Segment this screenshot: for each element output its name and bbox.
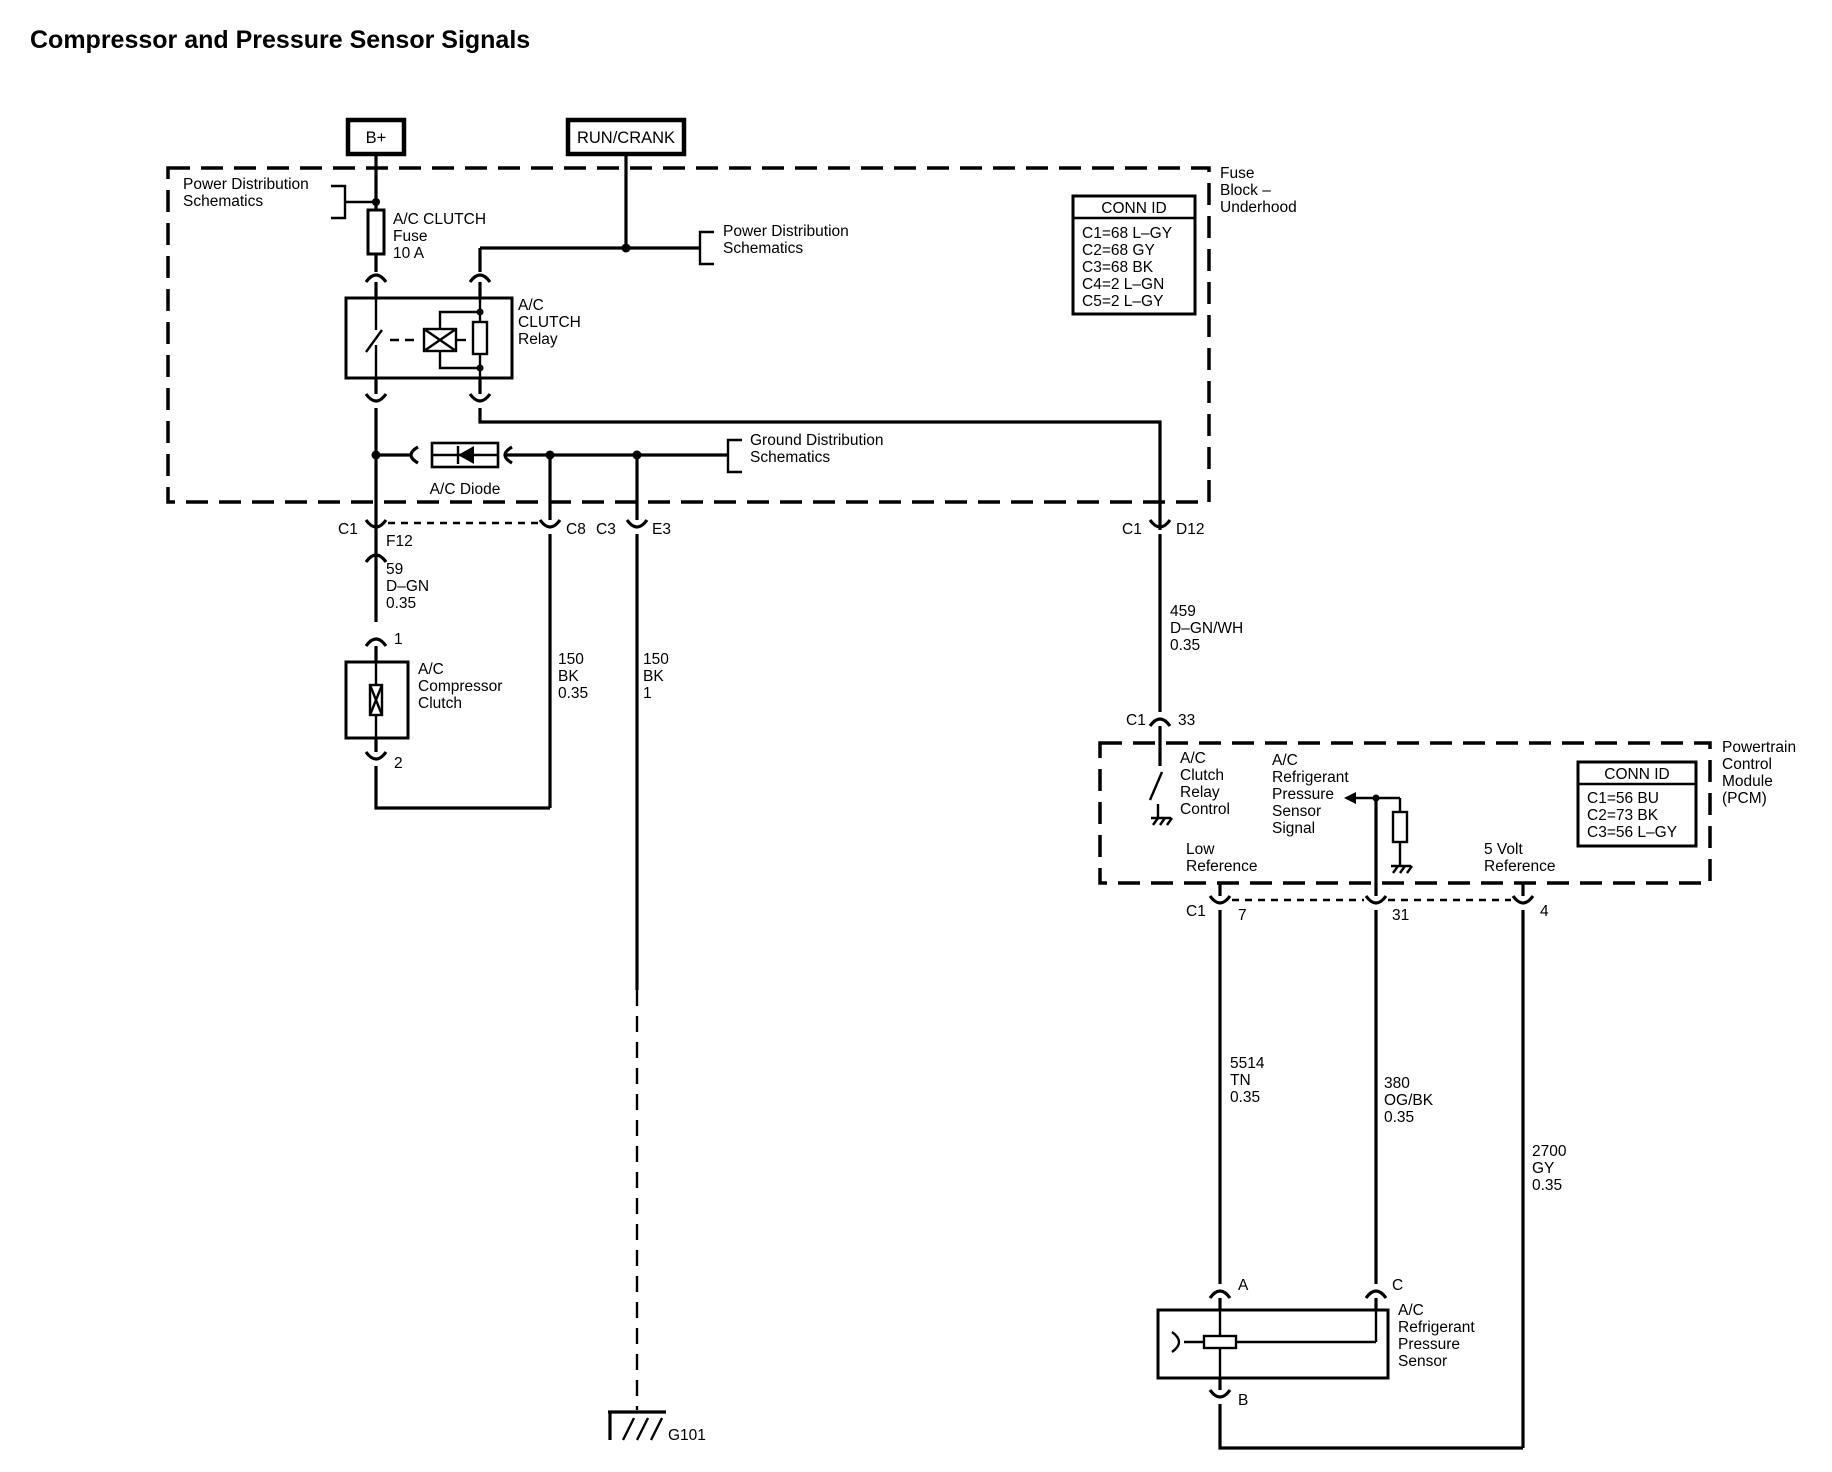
- run-crank-source: RUN/CRANK: [565, 117, 687, 157]
- wire-459-label: 459 D–GN/WH 0.35: [1170, 603, 1248, 654]
- svg-text:CONN ID: CONN ID: [1101, 200, 1166, 217]
- ground-g101: [608, 1410, 666, 1441]
- pin-e3: E3: [652, 521, 671, 538]
- five-volt-reference-label: 5 Volt Reference: [1484, 841, 1556, 875]
- fuse-block-boundary: [166, 166, 1211, 504]
- wire-380-label: 380 OG/BK 0.35: [1384, 1075, 1437, 1126]
- diagram-title: Compressor and Pressure Sensor Signals: [30, 26, 531, 54]
- pin-f12: F12: [386, 533, 413, 550]
- sensor-pin-a: A: [1238, 1277, 1249, 1294]
- ac-clutch-relay: [344, 296, 514, 380]
- bplus-label: B+: [366, 129, 387, 147]
- pin-c8: C8: [566, 521, 586, 538]
- pcm-label: Powertrain Control Module (PCM): [1722, 739, 1800, 807]
- svg-text:C2=68 GY: C2=68 GY: [1082, 242, 1155, 259]
- ac-clutch-relay-label: A/C CLUTCH Relay: [518, 297, 585, 348]
- pin-d12: D12: [1176, 521, 1204, 538]
- connector-c8: [538, 455, 562, 808]
- ac-clutch-fuse-label: A/C CLUTCH Fuse 10 A: [393, 211, 490, 262]
- wire-2700-label: 2700 GY 0.35: [1532, 1143, 1571, 1194]
- wire-59-label: 59 D–GN 0.35: [386, 561, 433, 612]
- pin-c3: C3: [596, 521, 616, 538]
- pcm-pin-c1-bottom: C1: [1186, 903, 1206, 920]
- connector-c1-7: [1208, 883, 1232, 1284]
- svg-text:C2=73 BK: C2=73 BK: [1587, 807, 1659, 824]
- sensor-pin-b: B: [1238, 1392, 1248, 1409]
- svg-text:C5=2 L–GY: C5=2 L–GY: [1082, 293, 1163, 310]
- pressure-sensor-signal-label: A/C Refrigerant Pressure Sensor Signal: [1272, 752, 1353, 837]
- ac-refrigerant-pressure-sensor-label: A/C Refrigerant Pressure Sensor: [1398, 1302, 1479, 1370]
- connector-c1-d12: [1148, 519, 1172, 712]
- connector-c3-e3: [625, 455, 649, 1410]
- svg-text:C1=56 BU: C1=56 BU: [1587, 790, 1659, 807]
- pcm-conn-id: CONN ID C1=56 BU C2=73 BK C3=56 L–GY: [1576, 760, 1698, 848]
- pcm-pin-7: 7: [1238, 907, 1247, 924]
- pcm-pin-33: 33: [1178, 712, 1195, 729]
- wire-5514-label: 5514 TN 0.35: [1230, 1055, 1269, 1106]
- connector-c1-33: [1148, 717, 1173, 826]
- run-crank-label: RUN/CRANK: [577, 129, 675, 147]
- pcm-pin-31: 31: [1392, 907, 1409, 924]
- pcm-pin-c1-top: C1: [1126, 712, 1146, 729]
- ground-g101-label: G101: [668, 1427, 706, 1444]
- connector-4: [1511, 883, 1535, 1448]
- connector-31: [1364, 798, 1388, 1284]
- compressor-pin-2: 2: [394, 755, 403, 772]
- clutch-relay-control-label: A/C Clutch Relay Control: [1180, 750, 1230, 818]
- svg-text:CONN ID: CONN ID: [1604, 766, 1669, 783]
- ac-clutch-fuse: [366, 208, 386, 256]
- connector-c1-f12: [364, 519, 388, 622]
- sensor-pin-c: C: [1392, 1277, 1403, 1294]
- pullup-resistor: [1344, 792, 1413, 874]
- ac-refrigerant-pressure-sensor: [1156, 1289, 1523, 1450]
- fuse-block-label: Fuse Block – Underhood: [1220, 165, 1297, 216]
- low-reference-label: Low Reference: [1186, 841, 1258, 875]
- wire-150a-label: 150 BK 0.35: [558, 651, 588, 702]
- pcm-boundary: [1098, 741, 1712, 885]
- pin-c1-left: C1: [338, 521, 358, 538]
- pcm-pin-4: 4: [1540, 903, 1549, 920]
- fuse-block-conn-id: CONN ID C1=68 L–GY C2=68 GY C3=68 BK C4=…: [1071, 194, 1197, 316]
- ac-compressor-clutch-label: A/C Compressor Clutch: [418, 661, 507, 712]
- ac-compressor-clutch: [344, 637, 550, 810]
- svg-text:C4=2 L–GN: C4=2 L–GN: [1082, 276, 1164, 293]
- ac-diode-label: A/C Diode: [430, 481, 501, 498]
- bplus-source: B+: [345, 117, 407, 157]
- pin-c1-right: C1: [1122, 521, 1142, 538]
- svg-text:C3=56 L–GY: C3=56 L–GY: [1587, 824, 1677, 841]
- svg-text:C1=68 L–GY: C1=68 L–GY: [1082, 225, 1172, 242]
- svg-text:C3=68 BK: C3=68 BK: [1082, 259, 1154, 276]
- ac-diode: [430, 441, 500, 469]
- wire-150b-label: 150 BK 1: [643, 651, 673, 702]
- compressor-pin-1: 1: [394, 631, 403, 648]
